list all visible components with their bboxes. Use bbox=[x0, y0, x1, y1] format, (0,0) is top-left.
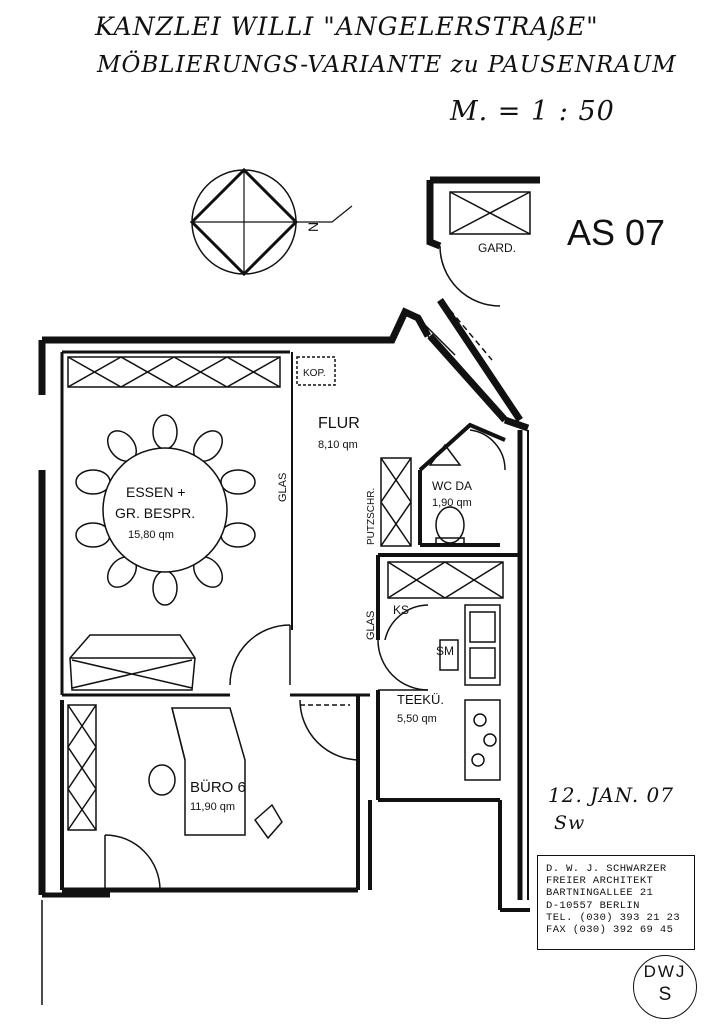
stamp-line-1: D. W. J. SCHWARZER bbox=[546, 863, 667, 875]
stamp-line-2: FREIER ARCHITEKT bbox=[546, 875, 654, 888]
doors bbox=[104, 245, 506, 891]
glas-label-2: GLAS bbox=[365, 611, 377, 640]
stamp-line-3: BARTNINGALLEE 21 bbox=[546, 887, 654, 900]
dining-table bbox=[75, 414, 256, 606]
ks-label: KS bbox=[393, 603, 409, 617]
essen-area: 15,80 qm bbox=[128, 529, 174, 541]
flur-name: FLUR bbox=[318, 415, 360, 432]
buero-name: BÜRO 6 bbox=[190, 778, 246, 796]
sm-label: SM bbox=[436, 644, 454, 658]
glas-label-1: GLAS bbox=[277, 473, 289, 502]
stamp-line-4: D-10557 BERLIN bbox=[546, 899, 640, 912]
kop-label: KOP. bbox=[303, 368, 326, 379]
putzschr-label: PUTZSCHR. bbox=[366, 488, 377, 545]
north-label: N bbox=[305, 222, 321, 232]
wc-fixtures bbox=[428, 443, 465, 545]
essen-name: ESSEN + bbox=[126, 484, 186, 500]
teekue-area: 5,50 qm bbox=[397, 713, 437, 725]
drawing-title: KANZLEI WILLI "ANGELERSTRAßE" bbox=[95, 12, 599, 41]
flur-area: 8,10 qm bbox=[318, 439, 358, 451]
stamp-line-5: TEL. (030) 393 21 23 bbox=[546, 911, 681, 924]
seal-line-2: S bbox=[658, 984, 672, 1005]
stamp-line-6: FAX (030) 392 69 45 bbox=[546, 924, 674, 937]
compass-icon: N bbox=[189, 167, 353, 277]
exterior-walls bbox=[38, 176, 540, 895]
office-desk bbox=[148, 707, 283, 840]
kitchen-fixtures bbox=[439, 604, 501, 781]
buero-area: 11,90 qm bbox=[190, 801, 235, 813]
copier-box bbox=[296, 356, 336, 386]
drawing-subtitle: MÖBLIERUNGS-VARIANTE zu PAUSENRAUM bbox=[97, 52, 677, 78]
architect-stamp: D. W. J. SCHWARZER FREIER ARCHITEKT BART… bbox=[537, 855, 695, 950]
architect-seal: DWJ S bbox=[633, 955, 697, 1019]
essen-sub: GR. BESPR. bbox=[115, 505, 195, 521]
cabinets bbox=[67, 191, 531, 831]
interior-walls bbox=[41, 350, 530, 1005]
wc-name: WC DA bbox=[432, 479, 472, 493]
sheet-code: AS 07 bbox=[567, 212, 666, 253]
gard-label: GARD. bbox=[478, 241, 516, 255]
seal-line-1: DWJ bbox=[643, 962, 687, 981]
date-annotation: 12. JAN. 07 bbox=[548, 783, 675, 807]
initials-annotation: Sw bbox=[554, 812, 586, 834]
wc-area: 1,90 qm bbox=[432, 497, 472, 509]
teekue-name: TEEKÜ. bbox=[397, 692, 444, 707]
drawing-scale: M. = 1 : 50 bbox=[450, 96, 615, 127]
